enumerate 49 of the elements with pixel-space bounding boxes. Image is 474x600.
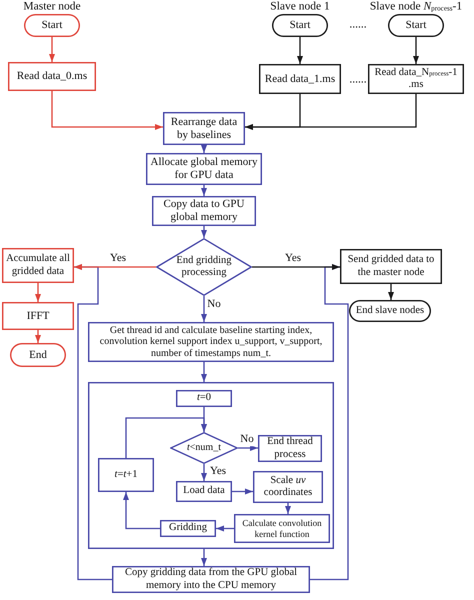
arrow (201, 549, 207, 566)
process-box: End thread process (258, 435, 322, 462)
arrow (216, 526, 234, 532)
process-box: Allocate global memory for GPU data (146, 153, 262, 185)
arrow (201, 185, 207, 196)
arrow (51, 91, 163, 130)
arrow (201, 464, 207, 481)
arrow (201, 407, 207, 432)
process-box: t=t+1 (98, 458, 154, 492)
process-box: Read data_1.ms (259, 64, 341, 94)
process-box: Send gridded data to the master node (340, 249, 442, 284)
process-box: Get thread id and calculate baseline starting index, convolution kernel support index u_support, v_support, number of timestamps num_t. (88, 322, 334, 362)
arrow (413, 37, 419, 64)
column-heading: Slave node N$_{process}$-1 (370, 0, 462, 14)
process-box: Copy gridding data from the GPU global memory into the CPU memory (112, 566, 310, 593)
loop-frame (88, 382, 334, 549)
arrow (201, 226, 207, 238)
arrow (297, 37, 303, 64)
process-box: Copy data to GPU global memory (152, 196, 256, 226)
arrow (388, 284, 394, 300)
arrow (238, 445, 258, 451)
process-box: Scale uv coordinates (253, 471, 323, 503)
arrow (245, 94, 301, 130)
arrow (252, 264, 340, 270)
edge-label: No (239, 434, 255, 446)
arrow (201, 145, 207, 153)
arrow (35, 283, 41, 302)
process-box: Read data_0.ms (8, 62, 96, 91)
process-box: Rearrange data by baselines (163, 112, 245, 145)
process-box: t=0 (176, 390, 232, 407)
decision-diamond: t<num_t (170, 432, 238, 464)
arrow (285, 503, 291, 514)
arrow (201, 362, 207, 382)
arrow (201, 296, 207, 322)
ellipsis: ...... (349, 74, 367, 86)
ellipsis: ...... (349, 18, 367, 32)
process-box: Load data (176, 481, 232, 502)
arrow (49, 37, 55, 62)
process-box: Gridding (160, 520, 216, 537)
column-heading: Master node (23, 0, 81, 14)
arrow (35, 330, 41, 343)
arrow (232, 488, 253, 494)
column-heading: Slave node 1 (270, 0, 330, 14)
process-box: Accumulate all gridded data (2, 248, 74, 283)
process-box: IFFT (2, 302, 74, 330)
decision-diamond: End gridding processing (156, 238, 252, 296)
process-box: Calculate convolution kernel function (234, 514, 330, 543)
arrow (123, 492, 160, 530)
arrow (74, 264, 156, 270)
